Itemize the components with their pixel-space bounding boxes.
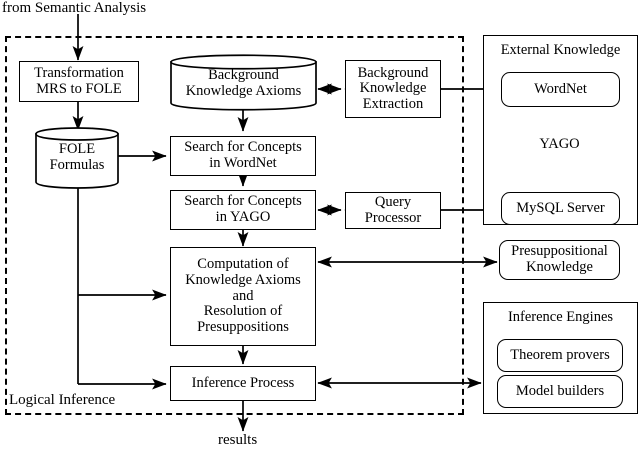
bke-line-3: Extraction	[362, 95, 424, 112]
region-logical-inference	[5, 36, 464, 415]
node-mysql-server[interactable]: MySQL Server	[501, 192, 620, 225]
fole-line-2: Formulas	[49, 156, 105, 173]
node-background-knowledge-axioms[interactable]: Background Knowledge Axioms	[171, 67, 316, 99]
inference-process-label: Inference Process	[191, 374, 295, 391]
search-yago-line-1: Search for Concepts	[184, 193, 302, 210]
node-presuppositional-knowledge[interactable]: Presuppositional Knowledge	[499, 240, 620, 280]
node-background-knowledge-extraction[interactable]: Background Knowledge Extraction	[345, 60, 441, 118]
logical-inference-label: Logical Inference	[9, 392, 116, 408]
computation-line-3: and	[232, 287, 254, 304]
fole-line-1: FOLE	[58, 141, 96, 157]
search-yago-line-2: in YAGO	[215, 209, 271, 225]
mysql-server-label: MySQL Server	[516, 199, 605, 216]
yago-label: YAGO	[539, 136, 580, 152]
node-query-processor[interactable]: Query Processor	[345, 192, 441, 229]
computation-line-5: Presuppositions	[197, 318, 289, 335]
node-yago[interactable]: YAGO	[531, 136, 588, 153]
bka-line-2: Knowledge Axioms	[185, 82, 302, 99]
transformation-line-1: Transformation	[34, 64, 124, 81]
wordnet-label: WordNet	[534, 80, 587, 97]
node-inference-process[interactable]: Inference Process	[170, 366, 316, 401]
node-wordnet[interactable]: WordNet	[501, 72, 620, 107]
node-model-builders[interactable]: Model builders	[497, 375, 623, 408]
computation-line-2: Knowledge Axioms	[185, 272, 301, 289]
search-wordnet-line-2: in WordNet	[209, 155, 277, 171]
bke-line-2: Knowledge	[359, 80, 427, 97]
results-label: results	[218, 432, 258, 448]
theorem-provers-label: Theorem provers	[510, 346, 610, 363]
computation-line-1: Computation of	[197, 256, 289, 273]
inference-engines-title: Inference Engines	[507, 309, 614, 325]
bka-line-1: Background	[208, 67, 279, 83]
search-wordnet-line-1: Search for Concepts	[184, 139, 302, 156]
query-line-1: Query	[374, 193, 412, 210]
node-transformation[interactable]: Transformation MRS to FOLE	[19, 61, 139, 102]
bke-line-1: Background	[357, 64, 429, 81]
node-search-wordnet[interactable]: Search for Concepts in WordNet	[170, 136, 316, 176]
node-computation[interactable]: Computation of Knowledge Axioms and Reso…	[170, 247, 316, 346]
computation-line-4: Resolution of	[203, 303, 283, 320]
presuppositional-line-2: Knowledge	[526, 259, 593, 275]
node-theorem-provers[interactable]: Theorem provers	[497, 339, 623, 372]
query-line-2: Processor	[364, 209, 422, 226]
input-label: from Semantic Analysis	[2, 0, 147, 16]
external-knowledge-title: External Knowledge	[500, 42, 621, 58]
transformation-line-2: MRS to FOLE	[36, 80, 122, 97]
node-fole-formulas[interactable]: FOLE Formulas	[36, 141, 118, 173]
model-builders-label: Model builders	[515, 382, 605, 399]
presuppositional-line-1: Presuppositional	[511, 243, 608, 260]
node-search-yago[interactable]: Search for Concepts in YAGO	[170, 190, 316, 230]
